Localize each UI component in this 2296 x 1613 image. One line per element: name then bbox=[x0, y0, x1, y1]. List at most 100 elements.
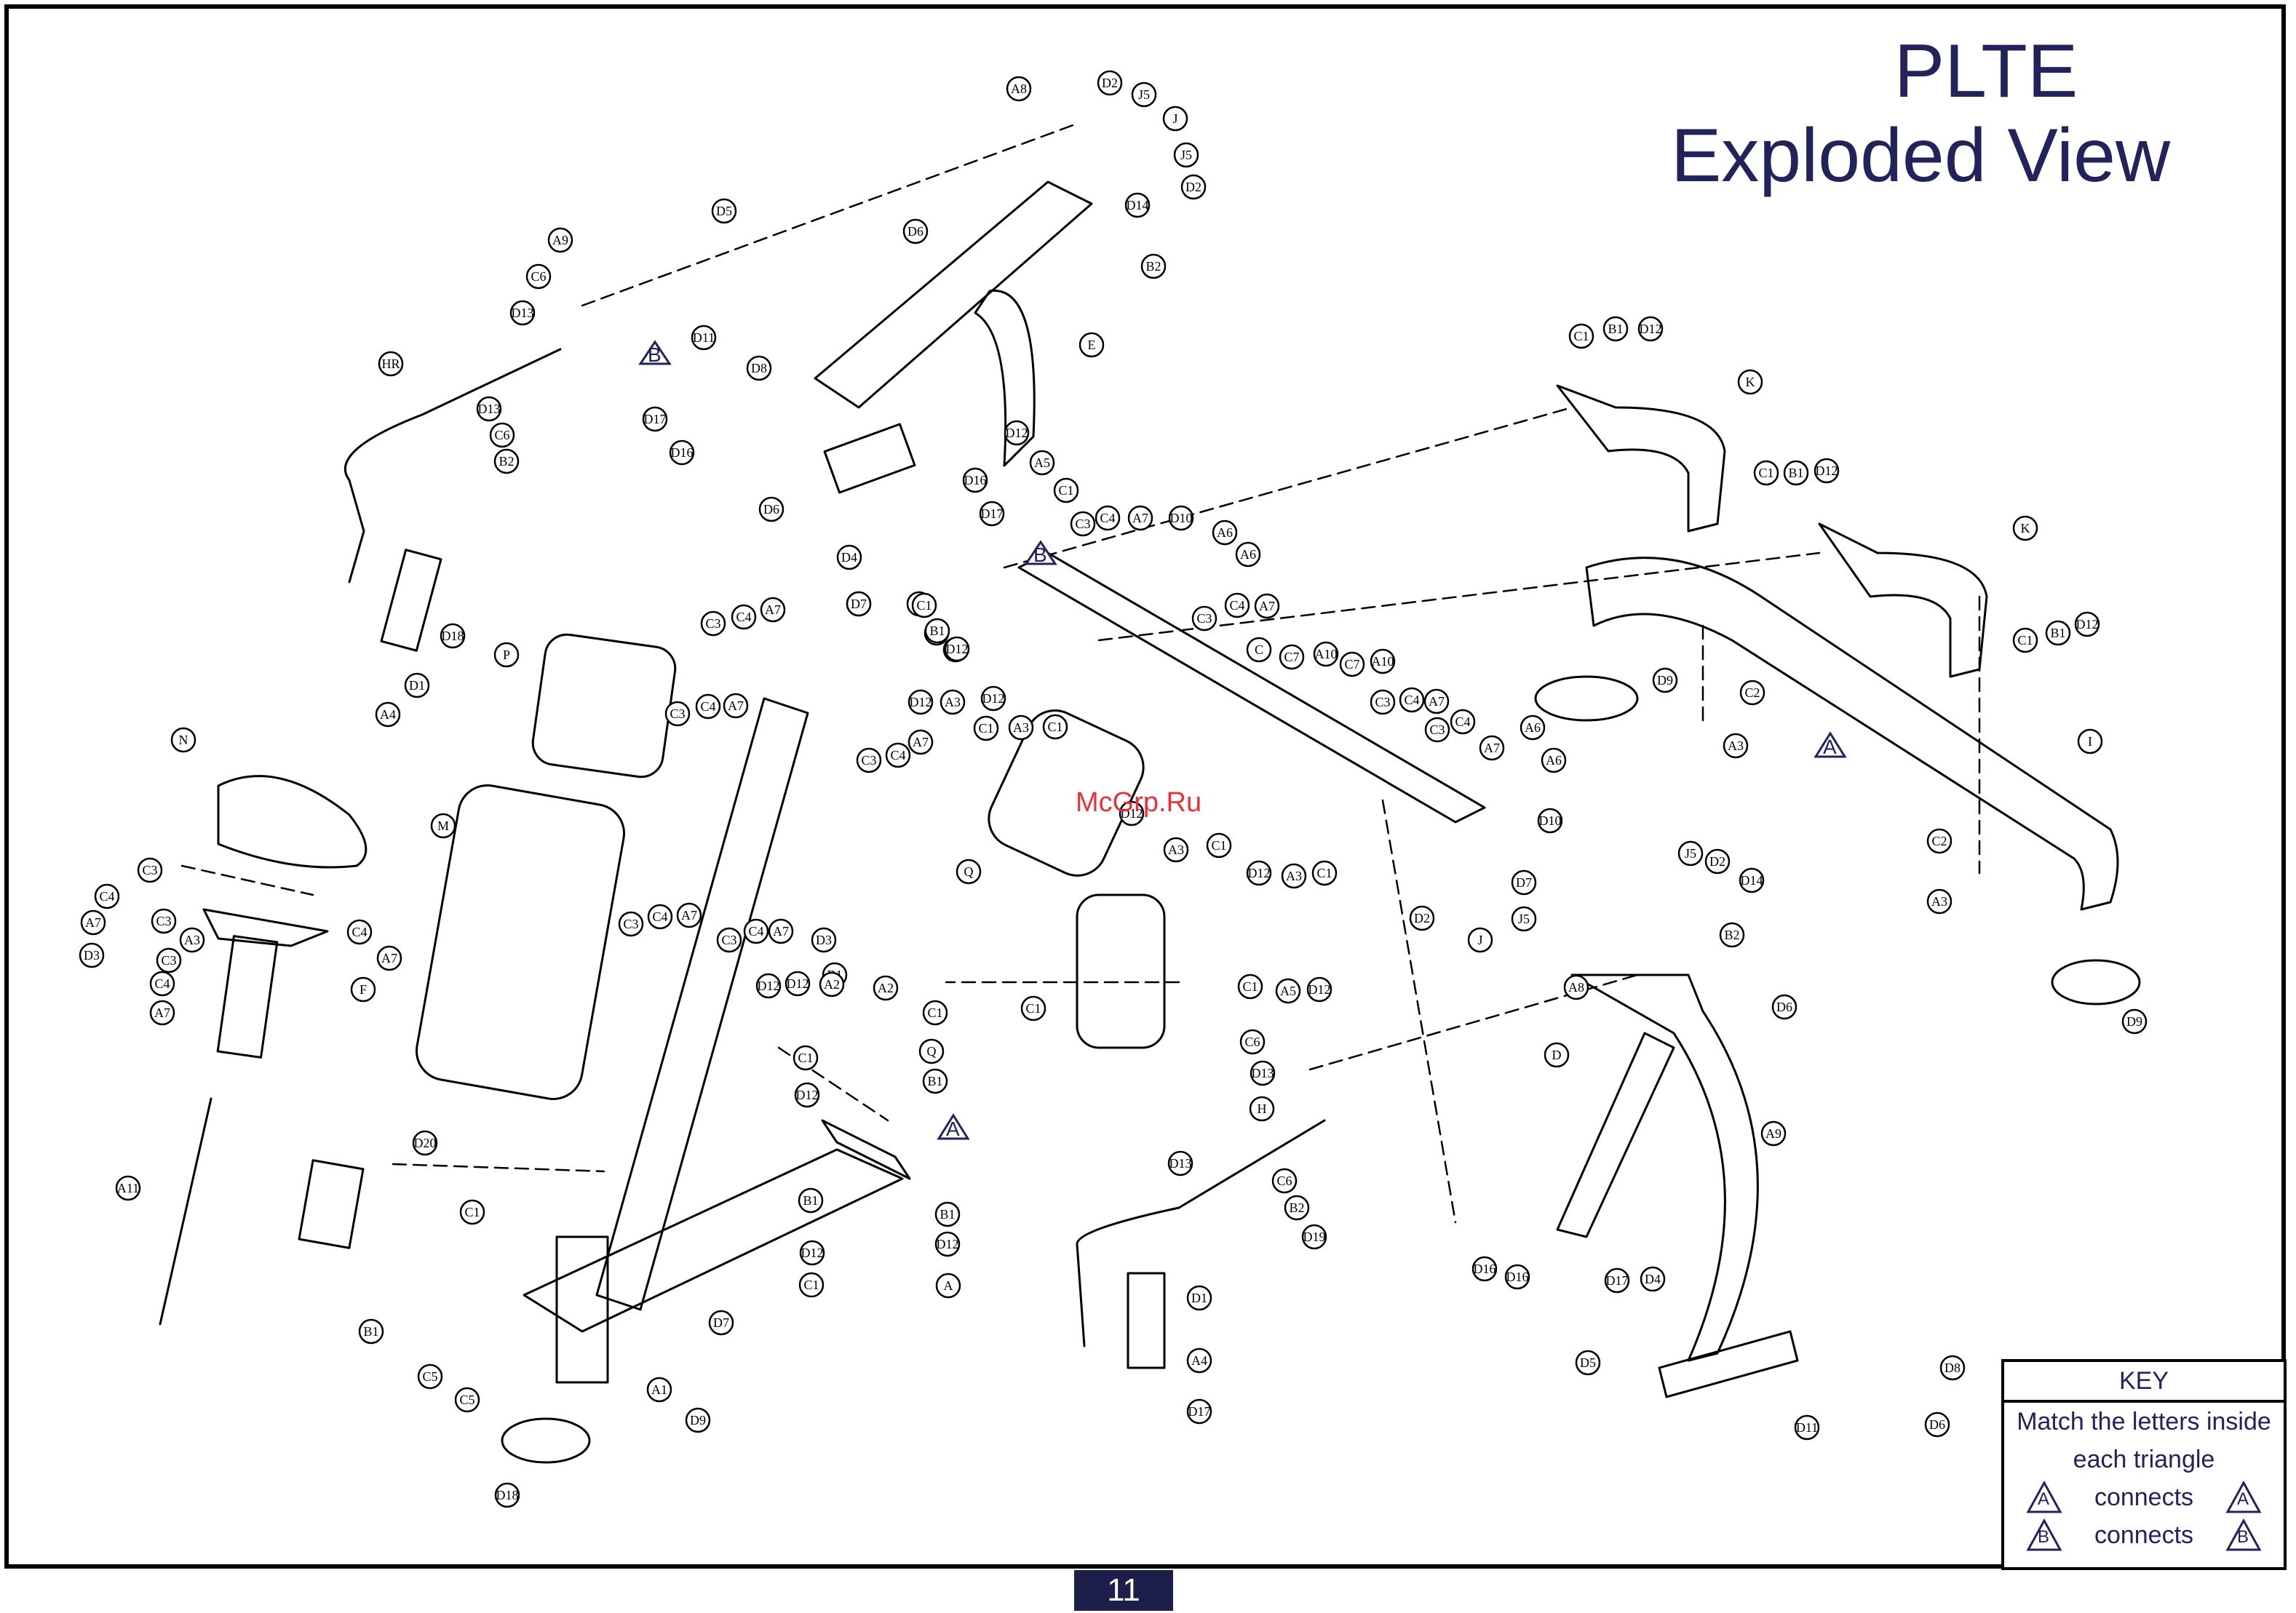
callout-label: D6 bbox=[763, 502, 779, 517]
callout-circle bbox=[685, 1407, 711, 1433]
callout-circle bbox=[1771, 994, 1798, 1020]
triangle-b-right-icon: B bbox=[2225, 1518, 2262, 1552]
pad-M bbox=[415, 784, 626, 1101]
callout-circle bbox=[1471, 1256, 1498, 1282]
callout-circle bbox=[1737, 369, 1763, 395]
callout-circle bbox=[836, 544, 862, 570]
sleeve-D19 bbox=[298, 1159, 365, 1249]
callout-circle bbox=[1004, 420, 1030, 446]
callout-circle bbox=[700, 610, 726, 637]
part-callout-a3: A3 bbox=[1008, 714, 1034, 741]
part-callout-c3: C3 bbox=[151, 908, 177, 934]
frame-A-upright bbox=[595, 697, 809, 1311]
part-callout-c1: C1 bbox=[459, 1199, 485, 1225]
pad-Q-lower bbox=[1076, 893, 1166, 1049]
callout-circle bbox=[669, 439, 695, 466]
callout-circle bbox=[1079, 332, 1105, 358]
callout-circle bbox=[924, 618, 950, 644]
part-callout-a7: A7 bbox=[1254, 593, 1280, 619]
frame-C-beam bbox=[1017, 551, 1486, 824]
part-callout-a8: A8 bbox=[1006, 76, 1032, 102]
callout-label: D12 bbox=[796, 1088, 819, 1102]
callout-circle bbox=[934, 1201, 961, 1227]
callout-label: A4 bbox=[1191, 1353, 1207, 1368]
part-callout-c7: C7 bbox=[1279, 644, 1305, 670]
part-callout-c3: C3 bbox=[856, 747, 882, 773]
callout-circle bbox=[784, 971, 811, 997]
callout-circle bbox=[1008, 714, 1034, 741]
callout-circle bbox=[716, 927, 742, 953]
sleeve-D18-lower bbox=[1127, 1272, 1166, 1369]
callout-circle bbox=[1186, 1347, 1212, 1374]
callout-label: A9 bbox=[1765, 1126, 1781, 1141]
part-callout-c1: C1 bbox=[1206, 832, 1232, 859]
key-legend: KEY Match the letters inside each triang… bbox=[2001, 1359, 2287, 1570]
callout-label: A3 bbox=[1728, 738, 1744, 753]
callout-circle bbox=[1281, 863, 1307, 889]
callout-circle bbox=[1939, 1355, 1966, 1381]
foot-pad-D9-b bbox=[1534, 675, 1639, 722]
frame-A-post bbox=[555, 1235, 609, 1384]
callout-label: C6 bbox=[494, 428, 509, 442]
part-callout-d13: D13 bbox=[509, 300, 536, 326]
callout-label: D6 bbox=[1929, 1417, 1945, 1432]
connector-triangles: B B A A bbox=[638, 340, 1847, 1140]
part-callout-d2: D2 bbox=[1704, 848, 1731, 875]
callout-circle bbox=[493, 642, 520, 668]
callout-circle bbox=[1602, 316, 1629, 342]
callout-label: D11 bbox=[693, 330, 715, 345]
part-callout-a2: A2 bbox=[873, 975, 899, 1001]
callout-label: F bbox=[360, 982, 367, 997]
callout-label: C1 bbox=[1025, 1001, 1041, 1016]
part-callout-c4: C4 bbox=[731, 604, 757, 630]
callout-circle bbox=[798, 1187, 824, 1214]
pad-P bbox=[531, 633, 677, 778]
callout-circle bbox=[1537, 808, 1563, 834]
callout-circle bbox=[1339, 651, 1365, 677]
callout-label: B1 bbox=[929, 624, 945, 638]
callout-label: A7 bbox=[681, 908, 697, 923]
callout-label: A5 bbox=[1280, 984, 1296, 998]
key-row-a: A connects A bbox=[2004, 1478, 2284, 1516]
callout-circle bbox=[1097, 70, 1123, 96]
callout-label: D16 bbox=[1506, 1270, 1529, 1284]
key-description: Match the letters inside each triangle bbox=[2017, 1408, 2271, 1473]
callout-label: C1 bbox=[927, 1005, 942, 1020]
part-callout-c6: C6 bbox=[1239, 1029, 1266, 1055]
callout-label: A10 bbox=[1315, 647, 1338, 661]
callout-label: C1 bbox=[1242, 979, 1258, 994]
callout-circle bbox=[1504, 1264, 1530, 1290]
part-callout-c3: C3 bbox=[700, 610, 726, 637]
callout-circle bbox=[358, 1318, 384, 1345]
handle-H bbox=[1076, 1119, 1326, 1347]
part-callout-b1: B1 bbox=[924, 618, 950, 644]
callout-label: D3 bbox=[84, 948, 100, 963]
callout-label: C1 bbox=[1211, 838, 1226, 853]
seat-post-tube bbox=[216, 935, 279, 1059]
callout-label: D19 bbox=[1303, 1230, 1326, 1244]
part-callout-c1: C1 bbox=[1311, 860, 1338, 886]
callout-circle bbox=[376, 945, 402, 971]
arm-E bbox=[814, 180, 1093, 409]
callout-label: D18 bbox=[442, 629, 464, 643]
callout-label: D2 bbox=[1414, 911, 1430, 925]
part-callout-h: H bbox=[1249, 1096, 1275, 1122]
callout-label: J5 bbox=[1518, 912, 1530, 926]
callout-label: A7 bbox=[85, 915, 101, 930]
callout-circle bbox=[918, 1038, 945, 1064]
callout-label: D12 bbox=[910, 695, 932, 709]
callout-label: B1 bbox=[363, 1324, 378, 1339]
seat-N bbox=[217, 775, 368, 869]
callout-circle bbox=[1271, 1168, 1298, 1194]
callout-circle bbox=[935, 1273, 961, 1299]
callout-circle bbox=[149, 971, 175, 997]
callout-circle bbox=[378, 351, 404, 377]
part-callout-b1: B1 bbox=[934, 1201, 961, 1227]
callout-label: D12 bbox=[982, 691, 1005, 706]
callout-circle bbox=[1814, 458, 1840, 484]
callout-label: M bbox=[437, 819, 449, 833]
callout-circle bbox=[489, 422, 515, 448]
part-callout-d12: D12 bbox=[755, 973, 782, 999]
callout-circle bbox=[907, 689, 934, 715]
connector-A-base: A bbox=[937, 1113, 970, 1140]
